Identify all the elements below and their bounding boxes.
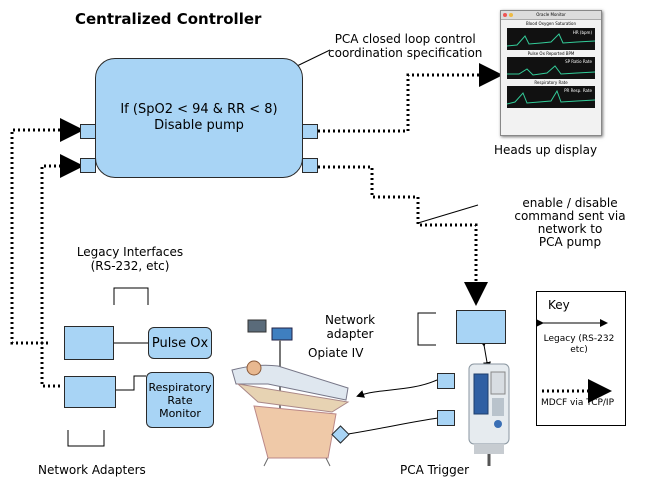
- controller-port-right-top: [302, 124, 318, 139]
- pca-pump-illustration: [466, 356, 512, 466]
- pump-network-adapter: [456, 310, 506, 344]
- network-adapter-line-2: adapter: [326, 327, 374, 341]
- patient-bed-illustration: [228, 318, 358, 467]
- legacy-bracket: [113, 287, 149, 305]
- hud-panel: SP Ratio Rate: [507, 57, 596, 79]
- link-resp-to-controller: [40, 154, 84, 388]
- spec-note-line-1: PCA closed loop control: [334, 32, 476, 46]
- pump-port-trigger: [437, 410, 455, 426]
- hud-panel-label: HR (bpm): [572, 30, 592, 35]
- network-adapter-line-1: Network: [324, 313, 376, 327]
- heads-up-display-label: Heads up display: [494, 143, 598, 157]
- adapters-bracket: [67, 430, 105, 447]
- controller-rule-line-2: Disable pump: [154, 118, 244, 133]
- key-legacy-line-2: etc): [570, 345, 588, 355]
- opiate-iv-line: [356, 379, 438, 398]
- diagram-title: Centralized Controller: [75, 10, 262, 28]
- key-legacy-label: Legacy (RS-232 etc): [538, 334, 620, 356]
- resp-label-line-3: Monitor: [159, 406, 201, 420]
- minimize-icon: [509, 13, 513, 17]
- hud-panel: PR Resp. Rate: [506, 86, 596, 108]
- respiratory-rate-monitor-device: Respiratory Rate Monitor: [146, 372, 214, 428]
- resp-label-line-1: Respiratory: [148, 380, 212, 394]
- pump-port-opiate: [437, 373, 455, 389]
- hud-panel-label: PR Resp. Rate: [564, 88, 592, 93]
- opiate-iv-label: Opiate IV: [308, 346, 364, 360]
- hud-window-title: Oracle Monitor: [536, 12, 566, 17]
- close-icon: [503, 13, 507, 17]
- legacy-title-line-2: (RS-232, etc): [90, 259, 170, 273]
- legacy-interfaces-label: Legacy Interfaces (RS-232, etc): [55, 245, 205, 273]
- centralized-controller: If (SpO2 < 94 & RR < 8) Disable pump: [95, 58, 303, 178]
- spec-note-line-2: coordination specification: [328, 46, 483, 60]
- heads-up-display-window: Oracle Monitor Blood Oxygen Saturation H…: [500, 10, 602, 136]
- pulse-ox-device: Pulse Ox: [148, 327, 212, 359]
- controller-port-left-bottom: [80, 158, 96, 173]
- network-adapters-label: Network Adapters: [38, 463, 146, 477]
- connection-lines: [10, 49, 612, 447]
- enable-pointer-line: [417, 204, 479, 224]
- respiratory-network-adapter: [64, 376, 116, 408]
- hud-panel: HR (bpm): [506, 28, 596, 50]
- link-controller-to-hud: [318, 63, 503, 133]
- controller-port-left-top: [80, 124, 96, 139]
- controller-rule-line-1: If (SpO2 < 94 & RR < 8): [120, 102, 278, 117]
- link-pulseox-to-controller: [10, 118, 84, 345]
- link-controller-to-pump: [318, 165, 488, 306]
- key-legacy-line-1: Legacy (RS-232: [543, 334, 615, 344]
- hud-panel-caption: Respiratory Rate: [534, 80, 568, 85]
- enable-note-line-4: PCA pump: [538, 235, 602, 249]
- resp-to-adapter: [116, 375, 146, 391]
- spec-note: PCA closed loop control coordination spe…: [328, 32, 482, 60]
- trigger-line: [347, 417, 439, 435]
- network-adapter-bracket: [417, 312, 436, 346]
- enable-disable-note: enable / disable command sent via networ…: [470, 197, 670, 249]
- enable-note-line-1: enable / disable: [522, 196, 618, 210]
- legend-key-box: [536, 291, 626, 426]
- network-adapter-label: Network adapter: [320, 313, 380, 341]
- hud-trace: [506, 33, 596, 47]
- enable-note-line-2: command sent via: [514, 209, 626, 223]
- hud-titlebar: Oracle Monitor: [501, 11, 601, 20]
- key-mdcf-label: MDCF via TCP/IP: [541, 398, 615, 408]
- hud-panel-caption: Pulse Ox Reported BPM: [527, 51, 575, 56]
- pulse-ox-network-adapter: [64, 326, 114, 360]
- hud-header: Blood Oxygen Saturation: [525, 21, 577, 26]
- key-title: Key: [548, 298, 570, 312]
- hud-trace: [506, 89, 596, 105]
- controller-port-right-bottom: [302, 158, 318, 173]
- enable-note-line-3: network to: [537, 222, 603, 236]
- legacy-title-line-1: Legacy Interfaces: [76, 245, 184, 259]
- pca-trigger-label: PCA Trigger: [400, 463, 470, 477]
- resp-label-line-2: Rate: [167, 393, 193, 407]
- hud-trace: [507, 65, 596, 76]
- hud-panel-label: SP Ratio Rate: [565, 59, 592, 64]
